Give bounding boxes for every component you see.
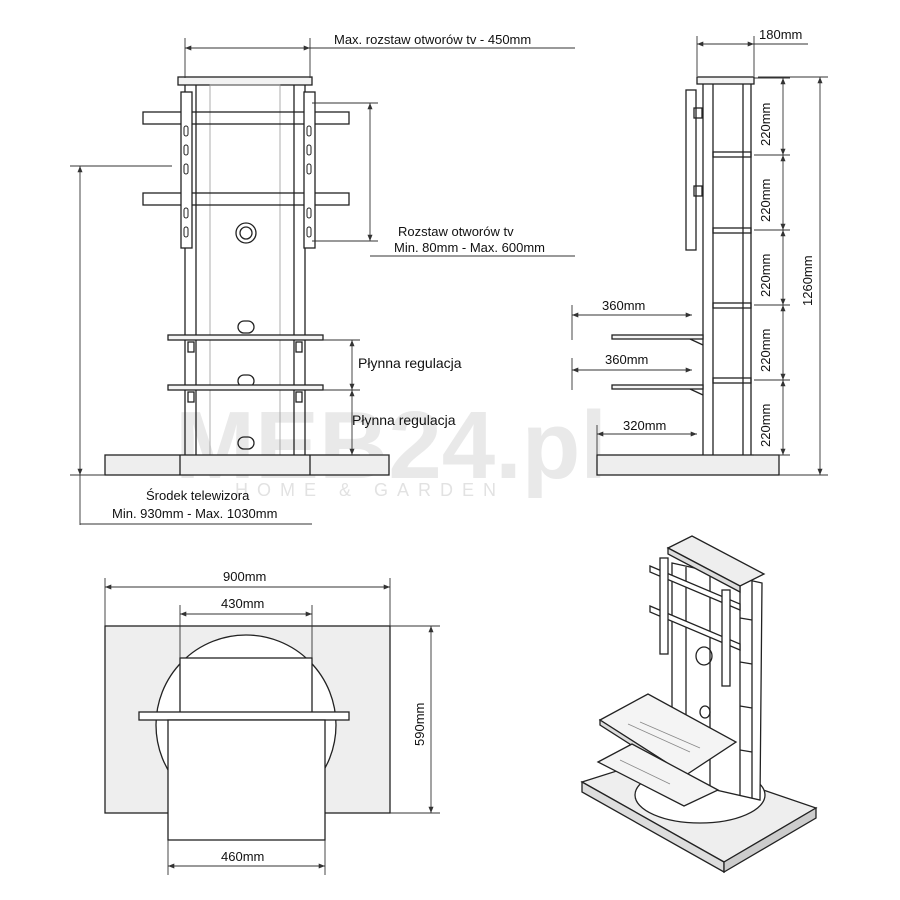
side-labels: 180mm 220mm 220mm 220mm 220mm 220mm 1260… xyxy=(602,27,815,447)
bracket-right xyxy=(303,91,316,249)
cable-port-upper xyxy=(235,222,257,244)
watermark: MEB24.pl HOME & GARDEN xyxy=(175,392,607,500)
segment-label-2: 220mm xyxy=(758,179,773,222)
smooth-adjust-label-1: Płynna regulacja xyxy=(358,355,462,371)
segment-label-5: 220mm xyxy=(758,404,773,447)
column-width-label: 430mm xyxy=(221,596,264,611)
bracket-arm-upper xyxy=(142,111,350,125)
iso-tv-bracket-left xyxy=(659,557,669,655)
perspective-view xyxy=(580,535,818,874)
base-depth-label: 320mm xyxy=(623,418,666,433)
side-shelf-lower xyxy=(611,384,704,390)
top-labels: 900mm 430mm 460mm 590mm xyxy=(221,569,427,864)
tv-center-title: Środek telewizora xyxy=(146,488,250,503)
shelf-width-label: 460mm xyxy=(221,849,264,864)
base-width-label: 900mm xyxy=(223,569,266,584)
side-top-cap xyxy=(696,76,755,85)
cable-port-1 xyxy=(237,320,255,334)
total-height-label: 1260mm xyxy=(800,255,815,306)
iso-tv-bracket-right xyxy=(721,589,731,687)
top-glass-shelf xyxy=(167,719,326,841)
hole-spacing-range: Min. 80mm - Max. 600mm xyxy=(394,240,545,255)
smooth-adjust-label-2: Płynna regulacja xyxy=(352,412,456,428)
base-plate xyxy=(104,454,390,476)
iso-cable-port-2 xyxy=(699,705,711,719)
side-tv-bracket xyxy=(685,89,697,251)
rung-1 xyxy=(712,151,752,158)
bracket-left xyxy=(180,91,193,249)
segment-label-3: 220mm xyxy=(758,254,773,297)
side-dimensions xyxy=(571,36,828,476)
top-base-depth-label: 590mm xyxy=(412,703,427,746)
tv-center-range: Min. 930mm - Max. 1030mm xyxy=(112,506,277,521)
cable-port-3 xyxy=(237,436,255,450)
shelf-2-depth-label: 360mm xyxy=(605,352,648,367)
top-cap xyxy=(177,76,313,86)
rung-3 xyxy=(712,302,752,309)
shelf-1-depth-label: 360mm xyxy=(602,298,645,313)
iso-cable-port-1 xyxy=(695,646,713,666)
rung-2 xyxy=(712,227,752,234)
top-dimensions xyxy=(104,578,440,875)
front-dimensions xyxy=(70,38,575,525)
rung-4 xyxy=(712,377,752,384)
glass-shelf-upper xyxy=(167,334,324,341)
iso-glass-shelf-lower xyxy=(596,743,720,807)
bracket-arm-lower xyxy=(142,192,350,206)
hole-spacing-title: Rozstaw otworów tv xyxy=(398,224,514,239)
side-base-plate xyxy=(596,454,780,476)
segment-label-4: 220mm xyxy=(758,329,773,372)
front-view xyxy=(104,76,390,476)
max-hole-spacing-label: Max. rozstaw otworów tv - 450mm xyxy=(334,32,531,47)
side-depth-top-label: 180mm xyxy=(759,27,802,42)
watermark-tagline: HOME & GARDEN xyxy=(235,480,505,500)
side-shelf-upper xyxy=(611,334,704,340)
top-column xyxy=(179,657,313,714)
top-view xyxy=(104,625,391,841)
segment-label-1: 220mm xyxy=(758,103,773,146)
top-tv-bracket xyxy=(138,711,350,721)
front-labels: Max. rozstaw otworów tv - 450mm Rozstaw … xyxy=(112,32,545,521)
watermark-brand: MEB24.pl xyxy=(175,392,607,499)
side-view xyxy=(596,76,780,476)
glass-shelf-lower xyxy=(167,384,324,391)
